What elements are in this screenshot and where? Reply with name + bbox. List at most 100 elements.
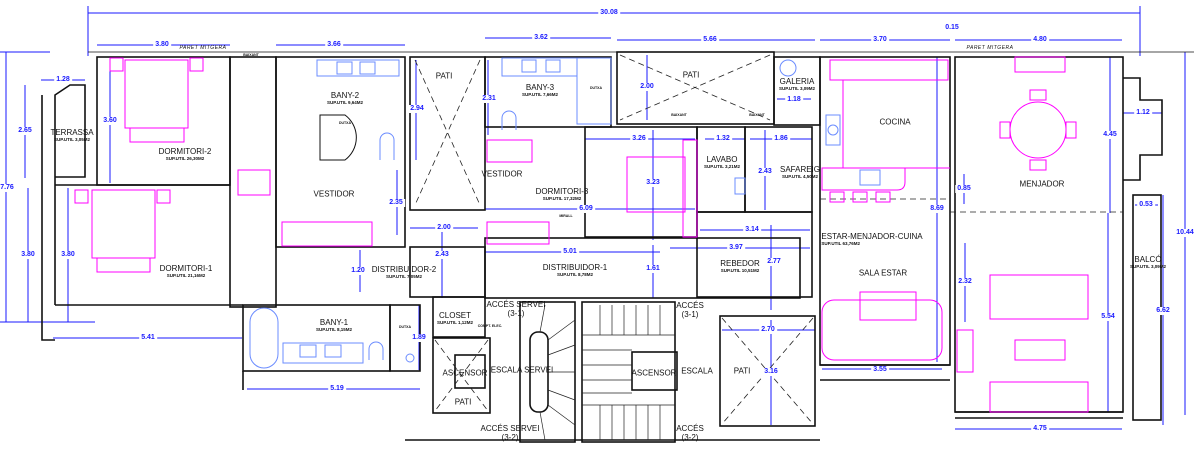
dim: 1.32 xyxy=(714,135,732,143)
mirror-note: MIRALL xyxy=(559,214,573,218)
dim: 3.14 xyxy=(743,226,761,234)
room-acces-3-1: ACCÉS(3-1) xyxy=(676,301,704,319)
dim: 2.43 xyxy=(756,168,774,176)
dim: 1.12 xyxy=(1134,109,1152,117)
dim: 2.77 xyxy=(765,258,783,266)
room-area: SUP.UTIL 1,12M2 xyxy=(436,320,474,325)
room-pati-2: PATI xyxy=(682,70,700,80)
downpipe-note: BAIXANT xyxy=(243,53,259,57)
downpipe-note: BAIXANT xyxy=(671,113,687,117)
room-name: BANY-1 xyxy=(319,318,349,327)
room-name: DORMITORI-3 xyxy=(535,187,589,196)
dim: 1.86 xyxy=(772,135,790,143)
dim: 0.15 xyxy=(943,24,961,32)
toilet-bany-2 xyxy=(379,132,395,160)
room-pati-1: PATI xyxy=(435,71,453,81)
dim: 3.70 xyxy=(871,36,889,44)
room-cocina: COCINA xyxy=(879,117,911,127)
dim: 2.31 xyxy=(480,95,498,103)
dim: 6.09 xyxy=(577,205,595,213)
dim: 2.00 xyxy=(435,224,453,232)
dim: 3.55 xyxy=(871,366,889,374)
room-area: SUP.UTIL 8,15M2 xyxy=(315,327,353,332)
dim: 1.28 xyxy=(54,76,72,84)
dim: 2.32 xyxy=(956,278,974,286)
room-name: BANY-3 xyxy=(525,83,555,92)
party-wall-note: PARET MITGERA xyxy=(966,45,1014,51)
dim: 3.97 xyxy=(727,244,745,252)
room-escala: ESCALA xyxy=(681,366,713,376)
room-area: SUP.UTIL 4,50M2 xyxy=(781,174,819,179)
dim: 5.41 xyxy=(139,334,157,342)
room-name: ESTAR-MENJADOR-CUINA xyxy=(821,232,923,241)
room-area: SUP.UTIL 7,05M2 xyxy=(385,274,423,279)
room-sub: (3-2) xyxy=(501,433,519,442)
room-name: DORMITORI-2 xyxy=(158,147,212,156)
room-area: SUP.UTIL 26,30M2 xyxy=(165,156,205,161)
dim: 8.69 xyxy=(928,205,946,213)
room-area: SUP.UTIL 10,51M2 xyxy=(720,268,760,273)
dim: 5.19 xyxy=(328,385,346,393)
room-area: SUP.UTIL 3,21M2 xyxy=(703,164,741,169)
room-dutxa-3: DUTXA xyxy=(589,86,603,90)
room-dutxa-2: DUTXA xyxy=(338,121,352,125)
dim: 0.85 xyxy=(955,185,973,193)
dim: 1.61 xyxy=(644,265,662,273)
dim: 2.70 xyxy=(759,326,777,334)
room-name: DISTRIBUIDOR-2 xyxy=(371,265,437,274)
room-name: BANY-2 xyxy=(330,91,360,100)
dim: 1.20 xyxy=(349,267,367,275)
dim: 3.80 xyxy=(19,251,37,259)
room-area: SUP.UTIL 17,32M2 xyxy=(542,196,582,201)
dim: 2.94 xyxy=(408,105,426,113)
dim: 10.44 xyxy=(1174,229,1194,237)
dining-table-small xyxy=(237,169,271,196)
bathtub xyxy=(249,307,279,369)
room-name: GALERIA xyxy=(779,77,815,86)
room-area: SUP.UTIL 9,64M2 xyxy=(326,100,364,105)
dim: 7.76 xyxy=(0,184,16,192)
room-area: SUP.UTIL 3,05M2 xyxy=(53,137,91,142)
dim: 5.66 xyxy=(701,36,719,44)
dim: 4.75 xyxy=(1031,425,1049,433)
room-ascensor: ASCENSOR xyxy=(631,368,677,378)
room-pati-4: PATI xyxy=(733,366,751,376)
room-name: CLOSET xyxy=(438,311,472,320)
dim: 3.66 xyxy=(325,41,343,49)
dim: 3.16 xyxy=(762,368,780,376)
room-pati-3: PATI xyxy=(454,397,472,407)
dim-total-width: 30.08 xyxy=(598,9,620,17)
dim: 3.62 xyxy=(532,34,550,42)
party-wall-note: PARET MITGERA xyxy=(179,45,227,51)
kitchen-island xyxy=(821,167,906,191)
wardrobe-vestidor-3 xyxy=(486,139,533,163)
dim: 3.80 xyxy=(153,41,171,49)
dim: 2.65 xyxy=(16,127,34,135)
dim: 2.00 xyxy=(638,83,656,91)
room-sub: (3-2) xyxy=(681,433,699,442)
toilet-bany-3 xyxy=(501,110,517,130)
sofa-1 xyxy=(989,274,1089,320)
room-sub: (3-1) xyxy=(681,310,699,319)
dim: 2.35 xyxy=(387,199,405,207)
bed-dormitori-3 xyxy=(626,156,686,213)
dim: 3.80 xyxy=(59,251,77,259)
room-ascensor-servei: ASCENSOR xyxy=(442,368,488,378)
shower-bany-2 xyxy=(319,114,357,161)
coffee-table xyxy=(1014,339,1066,361)
corner-sofa xyxy=(821,299,943,361)
dim: 3.23 xyxy=(644,179,662,187)
dim: 4.45 xyxy=(1101,131,1119,139)
